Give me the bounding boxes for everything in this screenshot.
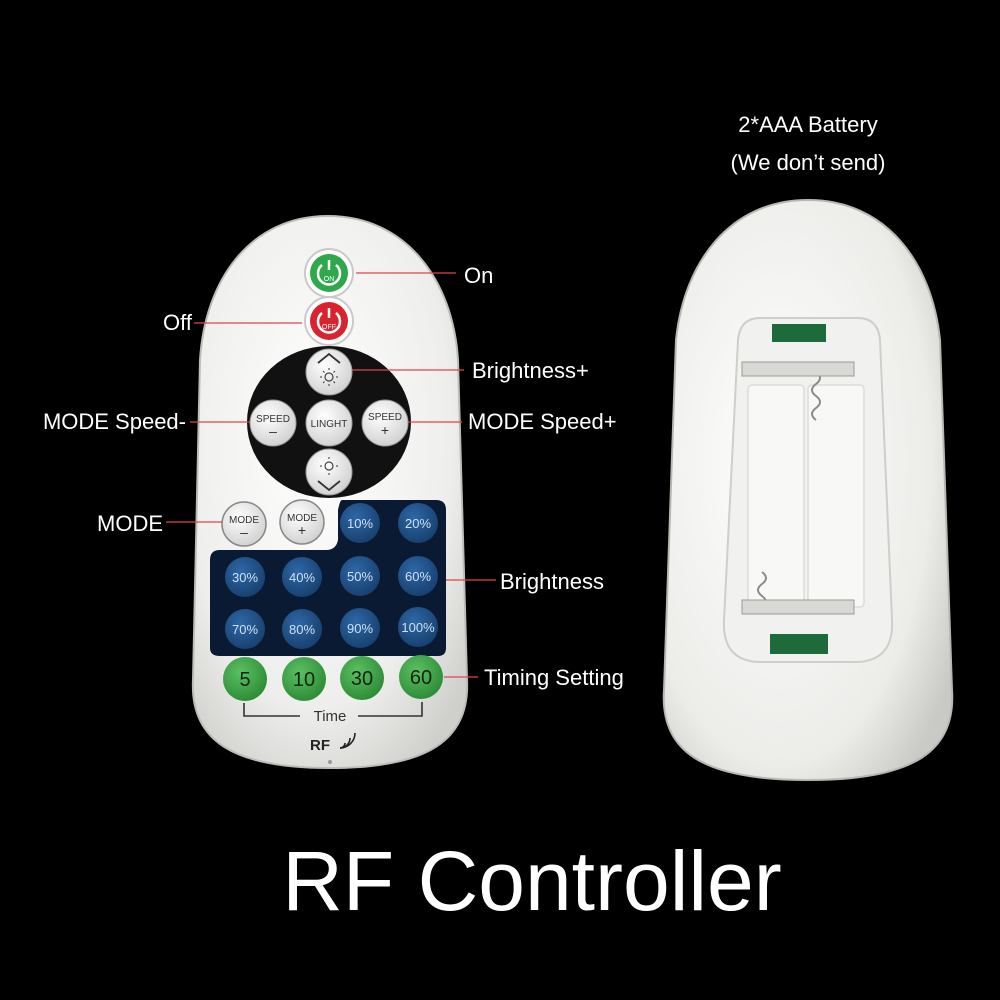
timer-key-label: 60 xyxy=(410,667,432,689)
callout-mode-speed-plus: MODE Speed+ xyxy=(468,409,617,434)
battery-contact-top xyxy=(741,361,855,377)
chevron-up-icon xyxy=(317,352,341,364)
timer-key-label: 5 xyxy=(239,669,250,691)
off-button-label: OFF xyxy=(322,324,336,331)
on-button-label: ON xyxy=(324,276,335,283)
power-icon xyxy=(316,264,342,286)
speed-minus-sign: – xyxy=(269,423,277,439)
battery-note-line2: (We don’t send) xyxy=(731,150,886,175)
light-button-label: LINGHT xyxy=(311,419,348,430)
keypad-panel xyxy=(210,500,446,656)
callout-off: Off xyxy=(163,310,193,335)
time-label: Time xyxy=(314,708,347,725)
circuit-board-lower xyxy=(770,634,828,654)
brightness-key-label: 80% xyxy=(289,622,315,637)
speed-minus-button[interactable]: SPEED – xyxy=(249,399,297,447)
brightness-up-button[interactable] xyxy=(305,348,353,396)
mode-plus-button[interactable]: MODE + xyxy=(279,499,325,545)
speed-plus-label: SPEED xyxy=(368,412,402,423)
brightness-key-90[interactable]: 90% xyxy=(340,608,380,648)
sun-icon xyxy=(324,461,334,471)
brightness-key-100[interactable]: 100% xyxy=(398,607,438,647)
brightness-key-label: 30% xyxy=(232,570,258,585)
brightness-key-label: 70% xyxy=(232,622,258,637)
callout-timing: Timing Setting xyxy=(484,665,624,690)
mode-minus-sign: – xyxy=(240,524,248,540)
mode-plus-label: MODE xyxy=(287,513,317,524)
mode-plus-sign: + xyxy=(298,522,306,538)
brightness-key-30[interactable]: 30% xyxy=(225,557,265,597)
speed-plus-button[interactable]: SPEED + xyxy=(361,399,409,447)
timer-key-60[interactable]: 60 xyxy=(399,655,443,699)
brightness-key-40[interactable]: 40% xyxy=(282,557,322,597)
brightness-key-60[interactable]: 60% xyxy=(398,556,438,596)
callout-on: On xyxy=(464,263,493,288)
light-button[interactable]: LINGHT xyxy=(305,399,353,447)
timer-key-10[interactable]: 10 xyxy=(282,657,326,701)
mode-minus-label: MODE xyxy=(229,515,259,526)
battery-note-line1: 2*AAA Battery xyxy=(738,112,877,137)
brightness-down-button[interactable] xyxy=(305,448,353,496)
callout-brightness: Brightness xyxy=(500,569,604,594)
battery-slot-right xyxy=(807,384,865,608)
off-button[interactable]: OFF xyxy=(304,296,354,346)
remote-back xyxy=(662,198,954,782)
wireless-icon xyxy=(339,732,356,749)
remote-front: ON OFF xyxy=(191,214,469,770)
callout-mode-speed-minus: MODE Speed- xyxy=(43,409,186,434)
brightness-key-10[interactable]: 10% xyxy=(340,503,380,543)
brightness-key-label: 60% xyxy=(405,569,431,584)
brightness-key-label: 20% xyxy=(405,516,431,531)
brightness-key-label: 10% xyxy=(347,516,373,531)
brightness-key-80[interactable]: 80% xyxy=(282,609,322,649)
speed-plus-sign: + xyxy=(381,422,389,438)
callout-brightness-plus: Brightness+ xyxy=(472,358,589,383)
brightness-key-50[interactable]: 50% xyxy=(340,556,380,596)
callout-lines xyxy=(166,272,496,678)
battery-slot-left xyxy=(747,384,805,608)
mode-minus-button[interactable]: MODE – xyxy=(221,501,267,547)
screw-hole xyxy=(328,760,332,764)
timer-key-label: 10 xyxy=(293,669,315,691)
brightness-key-label: 90% xyxy=(347,621,373,636)
brightness-key-label: 100% xyxy=(401,620,435,635)
circuit-board xyxy=(772,324,826,342)
time-bracket xyxy=(243,702,423,717)
battery-contact-bottom xyxy=(741,599,855,615)
sun-icon xyxy=(324,372,334,382)
power-icon xyxy=(316,312,342,334)
timer-key-label: 30 xyxy=(351,668,373,690)
on-button[interactable]: ON xyxy=(304,248,354,298)
chevron-down-icon xyxy=(317,480,341,492)
page-title: RF Controller xyxy=(282,834,781,928)
callout-mode: MODE xyxy=(97,511,163,536)
brightness-key-label: 50% xyxy=(347,569,373,584)
speed-minus-label: SPEED xyxy=(256,414,290,425)
brightness-key-20[interactable]: 20% xyxy=(398,503,438,543)
timer-key-30[interactable]: 30 xyxy=(340,656,384,700)
brightness-key-70[interactable]: 70% xyxy=(225,609,265,649)
rf-brand: RF xyxy=(310,737,330,754)
timer-key-5[interactable]: 5 xyxy=(223,657,267,701)
brightness-key-label: 40% xyxy=(289,570,315,585)
